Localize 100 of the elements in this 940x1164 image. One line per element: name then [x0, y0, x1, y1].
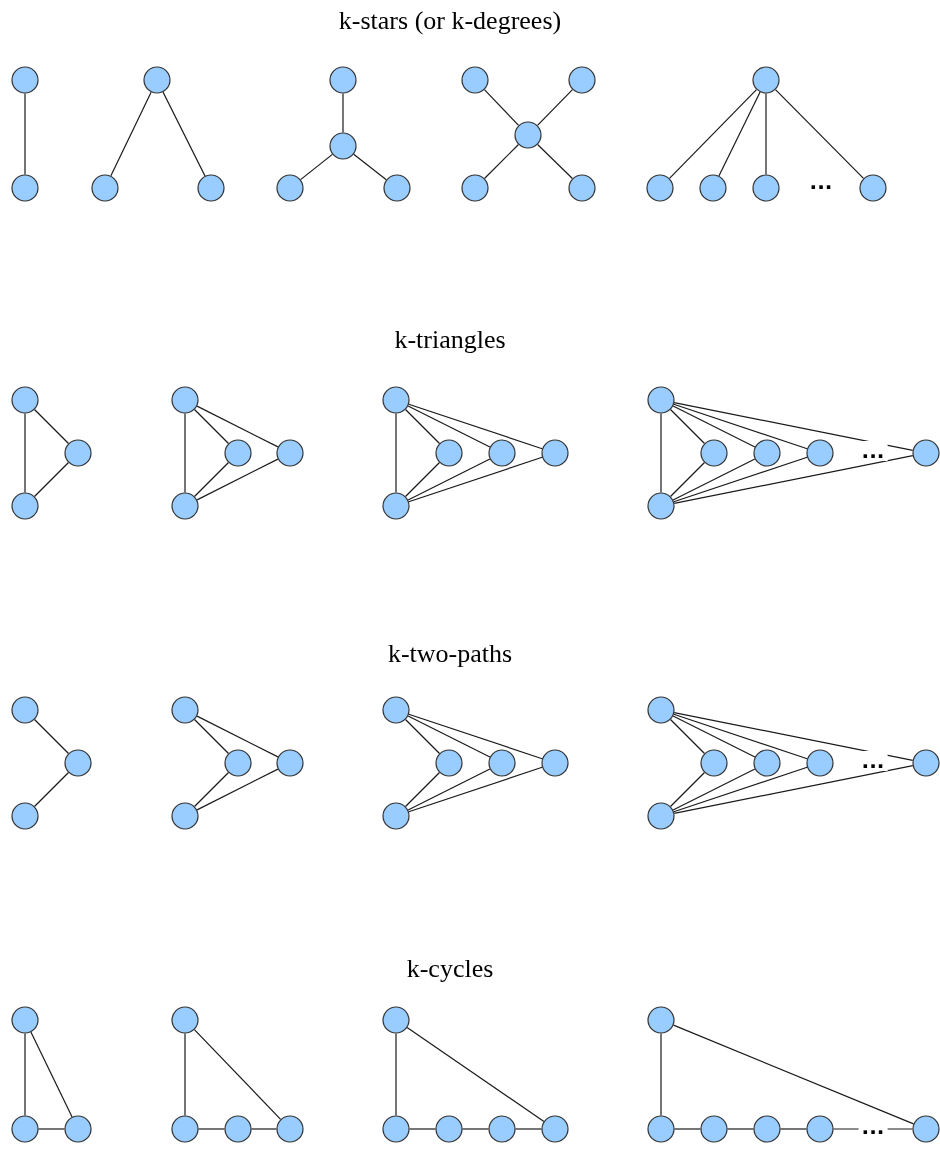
- graph-edge: [110, 91, 152, 177]
- graph-node: [859, 174, 887, 202]
- graph-edge: [660, 1032, 662, 1117]
- graph-edge: [404, 771, 441, 808]
- graph-node: [753, 1115, 781, 1143]
- graph-edge: [673, 766, 808, 813]
- graph-edge: [673, 712, 914, 761]
- graph-edge: [33, 408, 70, 445]
- graph-edge: [196, 405, 279, 448]
- graph-edge: [408, 403, 543, 450]
- graph-node: [171, 1006, 199, 1034]
- graph-node: [647, 492, 675, 520]
- graph-node: [700, 749, 728, 777]
- graph-edge: [672, 1024, 915, 1125]
- graph-node: [11, 696, 39, 724]
- graph-node: [64, 749, 92, 777]
- graph-edge: [673, 403, 808, 450]
- graph-node: [197, 174, 225, 202]
- graph-node: [699, 174, 727, 202]
- graph-node: [276, 749, 304, 777]
- graph-node: [700, 1115, 728, 1143]
- graph-node: [488, 439, 516, 467]
- graph-edge: [673, 713, 808, 760]
- graph-edge: [407, 715, 491, 758]
- graph-edge: [406, 1027, 545, 1122]
- graph-edge: [193, 718, 230, 755]
- graph-edge: [193, 408, 230, 445]
- graph-node: [383, 174, 411, 202]
- graph-edge: [672, 715, 756, 758]
- graph-edge: [395, 412, 397, 494]
- graph-node: [224, 749, 252, 777]
- graph-edge: [669, 461, 706, 498]
- graph-node: [461, 66, 489, 94]
- graph-edge: [407, 458, 491, 501]
- graph-edge: [184, 412, 186, 494]
- graph-edge: [669, 771, 706, 808]
- graph-node: [435, 439, 463, 467]
- graph-node: [11, 174, 39, 202]
- graph-node: [541, 439, 569, 467]
- graph-node: [488, 749, 516, 777]
- graph-node: [11, 492, 39, 520]
- graph-node: [912, 439, 940, 467]
- graph-node: [806, 439, 834, 467]
- graph-edge: [408, 766, 543, 813]
- graph-node: [752, 66, 780, 94]
- graph-node: [806, 1115, 834, 1143]
- section-title: k-two-paths: [387, 641, 513, 667]
- graph-node: [382, 386, 410, 414]
- graph-node: [382, 1115, 410, 1143]
- graph-edge: [407, 768, 491, 811]
- graph-node: [541, 1115, 569, 1143]
- graph-node: [171, 492, 199, 520]
- graph-edge: [483, 89, 520, 126]
- graph-node: [647, 1115, 675, 1143]
- graph-node: [91, 174, 119, 202]
- section-title: k-stars (or k-degrees): [338, 8, 562, 34]
- graph-edge: [30, 1031, 73, 1118]
- graph-edge: [483, 143, 520, 180]
- graph-node: [11, 386, 39, 414]
- graph-edge: [404, 461, 441, 498]
- graph-node: [912, 749, 940, 777]
- graph-node: [171, 1115, 199, 1143]
- graph-node: [143, 66, 171, 94]
- graph-edge: [162, 91, 206, 177]
- graph-node: [568, 66, 596, 94]
- section-title: k-cycles: [406, 956, 494, 982]
- graph-node: [329, 132, 357, 160]
- graph-node: [753, 749, 781, 777]
- graph-edge: [196, 768, 279, 811]
- graph-edge: [342, 92, 344, 134]
- graph-node: [646, 174, 674, 202]
- graph-node: [912, 1115, 940, 1143]
- graph-edge: [33, 771, 70, 808]
- graph-edge: [408, 713, 543, 760]
- graph-edge: [673, 455, 914, 504]
- graph-node: [647, 1006, 675, 1034]
- graph-edge: [408, 456, 543, 503]
- graph-edge: [184, 1032, 186, 1117]
- graph-edge: [24, 1032, 26, 1117]
- graph-node: [488, 1115, 516, 1143]
- graph-edge: [669, 408, 706, 445]
- graph-edge: [718, 91, 761, 177]
- graph-node: [382, 1006, 410, 1034]
- graph-node: [435, 749, 463, 777]
- graph-node: [461, 174, 489, 202]
- graph-edge: [33, 461, 70, 498]
- graph-edge: [193, 461, 230, 498]
- graph-node: [382, 492, 410, 520]
- graph-edge: [537, 143, 573, 180]
- graph-edge: [672, 405, 756, 448]
- graph-node: [647, 696, 675, 724]
- graph-edge: [672, 458, 756, 501]
- graph-edge: [669, 718, 706, 755]
- graph-node: [514, 121, 542, 149]
- graph-node: [276, 439, 304, 467]
- graph-edge: [300, 153, 333, 181]
- graph-node: [64, 439, 92, 467]
- graph-edge: [774, 89, 865, 179]
- graph-edge: [765, 92, 767, 176]
- graph-node: [11, 66, 39, 94]
